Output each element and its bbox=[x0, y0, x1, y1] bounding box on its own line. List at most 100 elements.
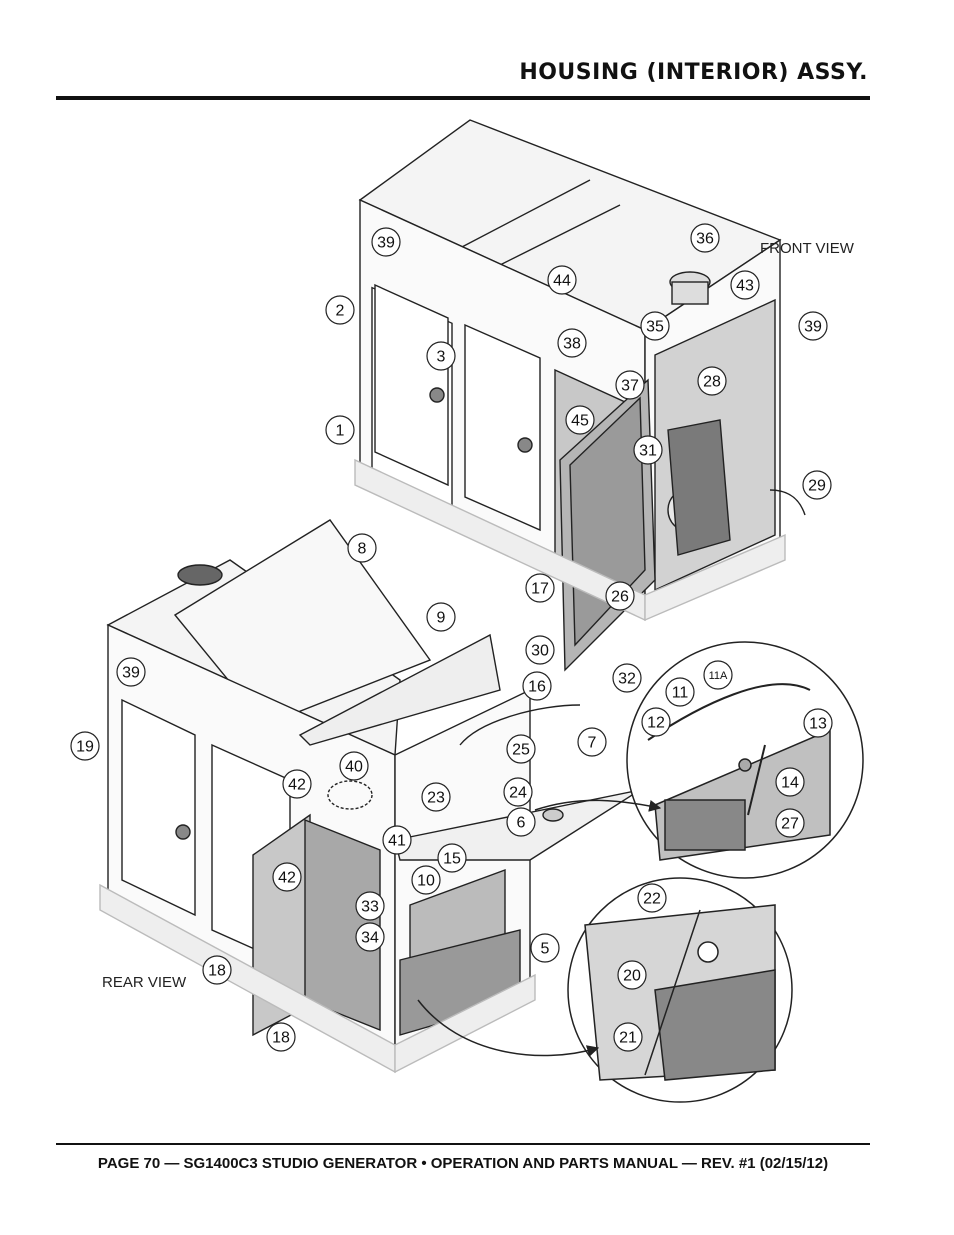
callout-36: 36 bbox=[690, 223, 720, 253]
svg-text:41: 41 bbox=[388, 833, 406, 850]
page-footer: PAGE 70 — SG1400C3 STUDIO GENERATOR • OP… bbox=[97, 1155, 829, 1172]
rear-housing bbox=[99, 519, 641, 1074]
svg-text:23: 23 bbox=[427, 790, 445, 807]
svg-text:36: 36 bbox=[696, 231, 714, 248]
svg-text:10: 10 bbox=[417, 873, 435, 890]
svg-text:42: 42 bbox=[278, 870, 296, 887]
callout-17: 17 bbox=[525, 573, 555, 603]
svg-text:40: 40 bbox=[345, 759, 363, 776]
callout-25: 25 bbox=[506, 734, 536, 764]
callout-9: 9 bbox=[426, 602, 456, 632]
callout-22: 22 bbox=[637, 883, 667, 913]
detail-arrows bbox=[417, 799, 662, 1057]
callout-27: 27 bbox=[775, 808, 805, 838]
callout-15: 15 bbox=[437, 843, 467, 873]
callout-11: 11 bbox=[665, 677, 695, 707]
svg-text:11: 11 bbox=[672, 685, 689, 702]
callout-19: 19 bbox=[70, 731, 100, 761]
callout-34: 34 bbox=[355, 922, 385, 952]
callout-31: 31 bbox=[633, 435, 663, 465]
callout-43: 43 bbox=[730, 270, 760, 300]
callout-12: 12 bbox=[641, 707, 671, 737]
callout-10: 10 bbox=[411, 865, 441, 895]
svg-text:34: 34 bbox=[361, 930, 379, 947]
header-rule bbox=[56, 96, 870, 100]
callout-11a: 11A bbox=[703, 660, 733, 690]
callout-16: 16 bbox=[522, 671, 552, 701]
detail-lower bbox=[567, 877, 793, 1103]
svg-text:39: 39 bbox=[377, 235, 395, 252]
callout-21: 21 bbox=[613, 1022, 643, 1052]
svg-text:29: 29 bbox=[808, 478, 826, 495]
svg-text:5: 5 bbox=[541, 941, 550, 958]
svg-text:14: 14 bbox=[781, 775, 799, 792]
callout-24: 24 bbox=[503, 777, 533, 807]
callout-30: 30 bbox=[525, 635, 555, 665]
svg-text:7: 7 bbox=[588, 735, 597, 752]
callout-29: 29 bbox=[802, 470, 832, 500]
svg-text:31: 31 bbox=[639, 443, 657, 460]
callout-26: 26 bbox=[605, 581, 635, 611]
callout-23: 23 bbox=[421, 782, 451, 812]
callout-39: 39 bbox=[116, 657, 146, 687]
svg-text:39: 39 bbox=[122, 665, 140, 682]
callout-3: 3 bbox=[426, 341, 456, 371]
svg-text:32: 32 bbox=[618, 671, 636, 688]
callout-28: 28 bbox=[697, 366, 727, 396]
callout-38: 38 bbox=[557, 328, 587, 358]
svg-text:9: 9 bbox=[437, 610, 446, 627]
svg-text:18: 18 bbox=[272, 1030, 290, 1047]
detail-upper bbox=[626, 641, 864, 879]
callout-20: 20 bbox=[617, 960, 647, 990]
callout-32: 32 bbox=[612, 663, 642, 693]
callout-42: 42 bbox=[282, 769, 312, 799]
svg-text:6: 6 bbox=[517, 815, 526, 832]
svg-text:45: 45 bbox=[571, 413, 589, 430]
callout-39: 39 bbox=[371, 227, 401, 257]
callout-35: 35 bbox=[640, 311, 670, 341]
svg-text:35: 35 bbox=[646, 319, 664, 336]
callout-6: 6 bbox=[506, 807, 536, 837]
svg-text:21: 21 bbox=[619, 1030, 637, 1047]
svg-text:26: 26 bbox=[611, 589, 629, 606]
callout-18: 18 bbox=[202, 955, 232, 985]
svg-text:8: 8 bbox=[358, 541, 367, 558]
svg-text:43: 43 bbox=[736, 278, 754, 295]
svg-text:39: 39 bbox=[804, 319, 822, 336]
footer-rule bbox=[56, 1143, 870, 1145]
callout-37: 37 bbox=[615, 370, 645, 400]
callout-44: 44 bbox=[547, 265, 577, 295]
callout-7: 7 bbox=[577, 727, 607, 757]
svg-text:16: 16 bbox=[528, 679, 546, 696]
svg-text:24: 24 bbox=[509, 785, 527, 802]
callout-2: 2 bbox=[325, 295, 355, 325]
front-housing bbox=[354, 119, 806, 672]
svg-text:17: 17 bbox=[531, 581, 549, 598]
callout-13: 13 bbox=[803, 708, 833, 738]
front-view-label: FRONT VIEW bbox=[760, 240, 855, 257]
svg-text:27: 27 bbox=[781, 816, 799, 833]
svg-text:15: 15 bbox=[443, 851, 461, 868]
callout-1: 1 bbox=[325, 415, 355, 445]
svg-text:37: 37 bbox=[621, 378, 639, 395]
page-title: HOUSING (INTERIOR) ASSY. bbox=[519, 60, 868, 85]
callout-45: 45 bbox=[565, 405, 595, 435]
svg-text:42: 42 bbox=[288, 777, 306, 794]
callout-40: 40 bbox=[339, 751, 369, 781]
svg-text:18: 18 bbox=[208, 963, 226, 980]
callout-8: 8 bbox=[347, 533, 377, 563]
svg-text:30: 30 bbox=[531, 643, 549, 660]
svg-text:33: 33 bbox=[361, 899, 379, 916]
svg-text:22: 22 bbox=[643, 891, 661, 908]
svg-text:20: 20 bbox=[623, 968, 641, 985]
callout-18: 18 bbox=[266, 1022, 296, 1052]
svg-text:12: 12 bbox=[647, 715, 665, 732]
callout-5: 5 bbox=[530, 933, 560, 963]
svg-text:3: 3 bbox=[437, 349, 446, 366]
callout-42: 42 bbox=[272, 862, 302, 892]
rear-view-label: REAR VIEW bbox=[102, 974, 187, 991]
svg-text:1: 1 bbox=[336, 423, 345, 440]
svg-text:11A: 11A bbox=[709, 670, 728, 682]
